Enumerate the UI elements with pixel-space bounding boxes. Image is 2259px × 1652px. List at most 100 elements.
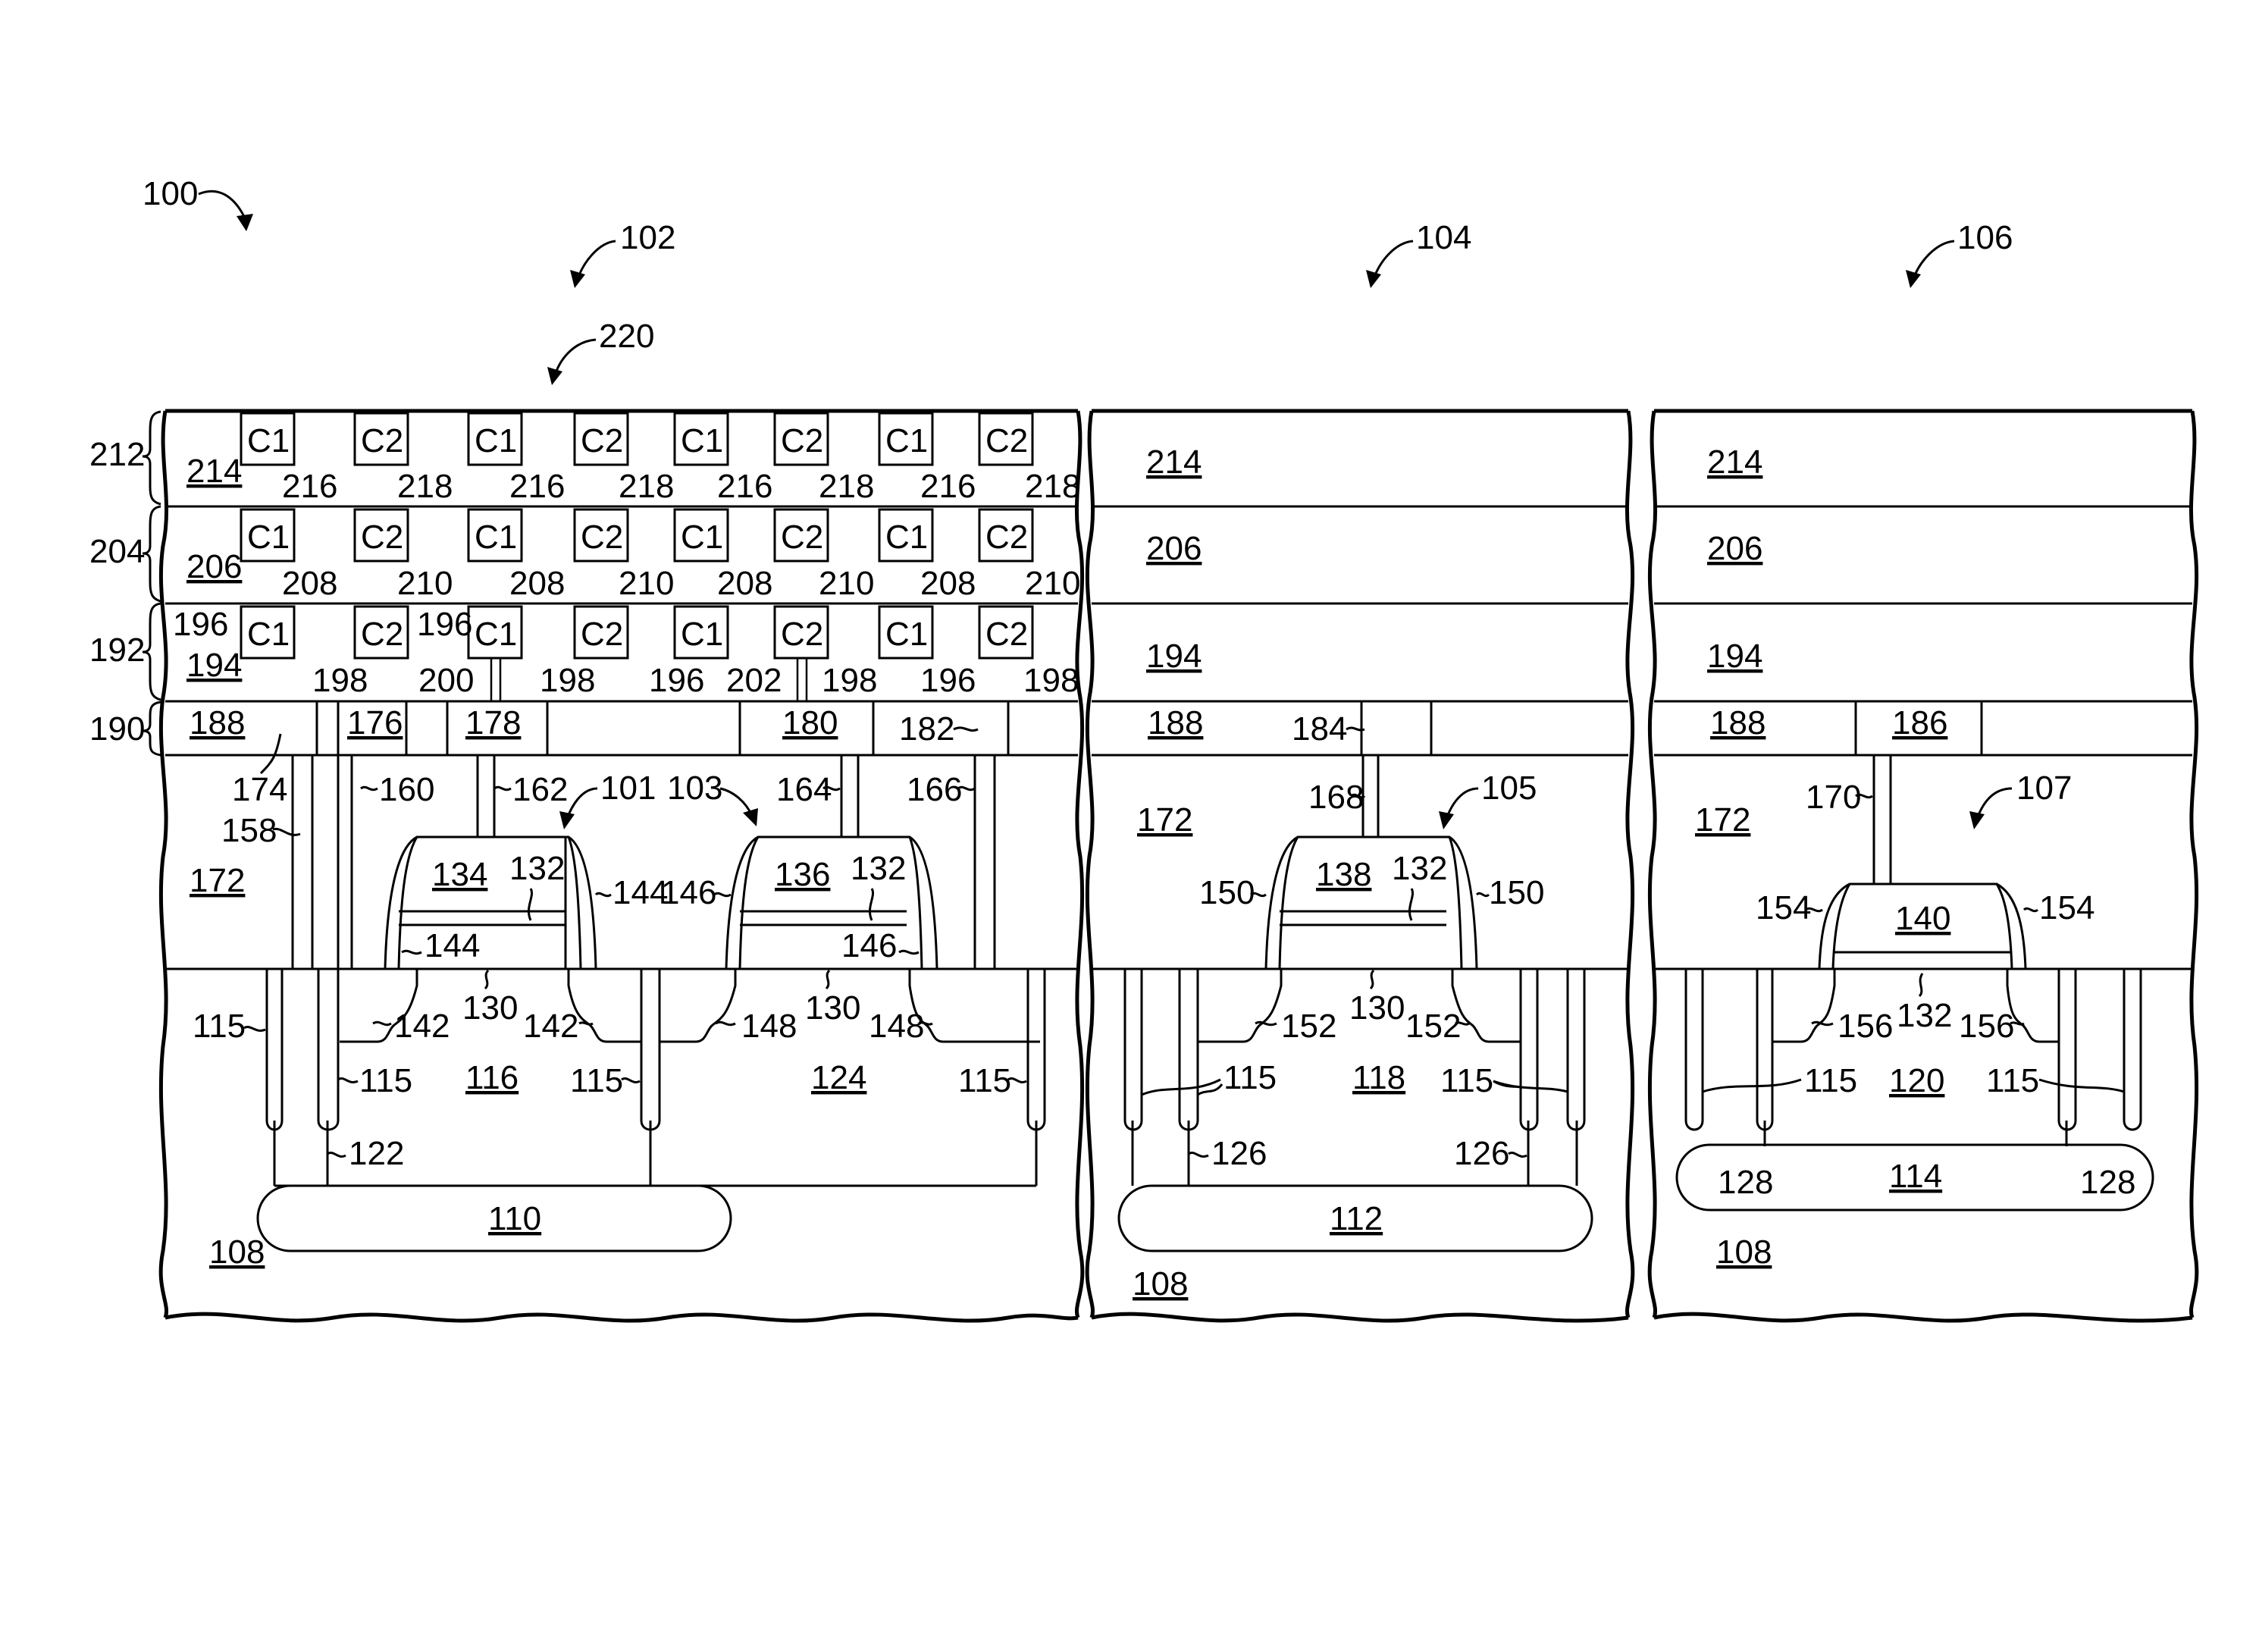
gate-136-stack: 136 132 146 146 130 (661, 837, 937, 1027)
contact-182: 182 (899, 710, 954, 748)
panel-106-left-edge (1650, 411, 1655, 1318)
tag-196: 196 (173, 606, 228, 643)
cap-c2: C2 (985, 519, 1028, 556)
well-122: 122 (349, 1135, 404, 1172)
layer-172: 172 (190, 862, 245, 899)
via-158: 158 (221, 812, 277, 849)
brace-190 (143, 702, 161, 755)
tag-198: 198 (822, 662, 877, 699)
row-212-tags: 216 218 216 218 216 218 216 218 (282, 468, 1080, 505)
contact-176: 176 (347, 704, 403, 741)
spacer-150: 150 (1199, 874, 1255, 911)
ref-102-arrow (578, 241, 616, 279)
device-107-label: 107 (2016, 770, 2072, 807)
layer-194: 194 (1707, 638, 1762, 675)
cap-c1: C1 (247, 422, 290, 459)
cap-c2: C2 (361, 616, 403, 653)
well-126: 126 (1211, 1135, 1267, 1172)
via-160: 160 (379, 771, 434, 808)
stack-190-label: 190 (89, 710, 145, 748)
cap-c1: C1 (475, 616, 517, 653)
sd-156: 156 (1838, 1008, 1893, 1045)
ref-106-label: 106 (1957, 219, 2013, 256)
layer-194: 194 (186, 647, 242, 684)
brace-212 (143, 412, 161, 504)
region-128: 128 (1718, 1164, 1773, 1201)
sti-115: 115 (359, 1062, 412, 1099)
substrate-108: 108 (1133, 1265, 1188, 1302)
internals-panel-104: 168 105 172 138 132 150 150 130 152 152 … (1119, 755, 1592, 1302)
spacer-154: 154 (1756, 889, 1811, 926)
sd-142: 142 (523, 1008, 578, 1045)
tag-200: 200 (418, 662, 474, 699)
via-166: 166 (907, 771, 962, 808)
cap-c2: C2 (581, 616, 623, 653)
cap-c2: C2 (581, 422, 623, 459)
layer-206: 206 (1707, 530, 1762, 567)
cap-c2: C2 (781, 616, 823, 653)
via-174: 174 (232, 771, 287, 808)
tag-216: 216 (717, 468, 772, 505)
substrate-panel-102: 142 142 148 148 115 115 115 115 116 124 … (193, 969, 1045, 1271)
substrate-108: 108 (209, 1234, 265, 1271)
layer-188: 188 (190, 704, 245, 741)
layer-214: 214 (1146, 444, 1202, 481)
tag-198: 198 (540, 662, 595, 699)
cap-c1: C1 (885, 422, 928, 459)
buried-114: 114 (1889, 1158, 1942, 1195)
cap-c1: C1 (681, 519, 723, 556)
panel-104-right-edge (1627, 411, 1632, 1318)
sd-148: 148 (741, 1008, 797, 1045)
panel-106-bottom-edge (1654, 1314, 2192, 1321)
stack-braces: 212 204 192 190 (89, 412, 161, 755)
layer-188: 188 (1710, 704, 1766, 741)
ref-104: 104 (1366, 219, 1471, 288)
contact-180: 180 (782, 704, 838, 741)
tag-208: 208 (282, 565, 337, 602)
layer-188: 188 (1148, 704, 1203, 741)
cap-c2: C2 (985, 422, 1028, 459)
cap-c1: C1 (885, 519, 928, 556)
well-120: 120 (1889, 1062, 1944, 1099)
contact-178: 178 (465, 704, 521, 741)
sd-148: 148 (869, 1008, 924, 1045)
cap-c2: C2 (781, 422, 823, 459)
panel-104-left-edge (1087, 411, 1092, 1318)
tag-208: 208 (509, 565, 565, 602)
tag-210: 210 (1025, 565, 1080, 602)
device-101-ref: 101 (559, 770, 656, 829)
ref-102: 102 (570, 219, 675, 288)
cap-c2: C2 (361, 519, 403, 556)
ref-102-label: 102 (620, 219, 675, 256)
buried-110: 110 (488, 1200, 541, 1237)
ref-106: 106 (1906, 219, 2013, 288)
stack-204-label: 204 (89, 533, 145, 570)
capacitor-array: C1 C2 C1 C2 C1 C2 C1 C2 C1 C2 C1 C2 C1 C… (241, 413, 1032, 701)
sti-115: 115 (193, 1008, 246, 1045)
tag-210: 210 (819, 565, 874, 602)
tag-196: 196 (649, 662, 704, 699)
well-124: 124 (811, 1059, 866, 1096)
layer-206: 206 (1146, 530, 1202, 567)
gate-132: 132 (509, 850, 565, 887)
stack-192-label: 192 (89, 632, 145, 669)
ref-106-arrow (1913, 241, 1954, 279)
gate-138: 138 (1316, 856, 1371, 893)
channel-130: 130 (462, 989, 518, 1027)
tag-198: 198 (312, 662, 368, 699)
ref-100: 100 (143, 175, 253, 231)
cap-c2: C2 (985, 616, 1028, 653)
tag-210: 210 (619, 565, 674, 602)
tag-208: 208 (920, 565, 976, 602)
device-103-label: 103 (667, 770, 722, 807)
cap-c1: C1 (475, 519, 517, 556)
tag-218: 218 (397, 468, 453, 505)
cap-c1: C1 (247, 616, 290, 653)
cap-c1: C1 (247, 519, 290, 556)
row-192-tags: 196 196 198 200 198 196 202 198 196 198 (173, 606, 1079, 699)
ref-100-label: 100 (143, 175, 198, 212)
panel-102-bottom-edge (165, 1314, 1078, 1321)
panel-102-left-edge (161, 411, 166, 1318)
sti-115: 115 (570, 1062, 623, 1099)
well-118: 118 (1352, 1059, 1405, 1096)
